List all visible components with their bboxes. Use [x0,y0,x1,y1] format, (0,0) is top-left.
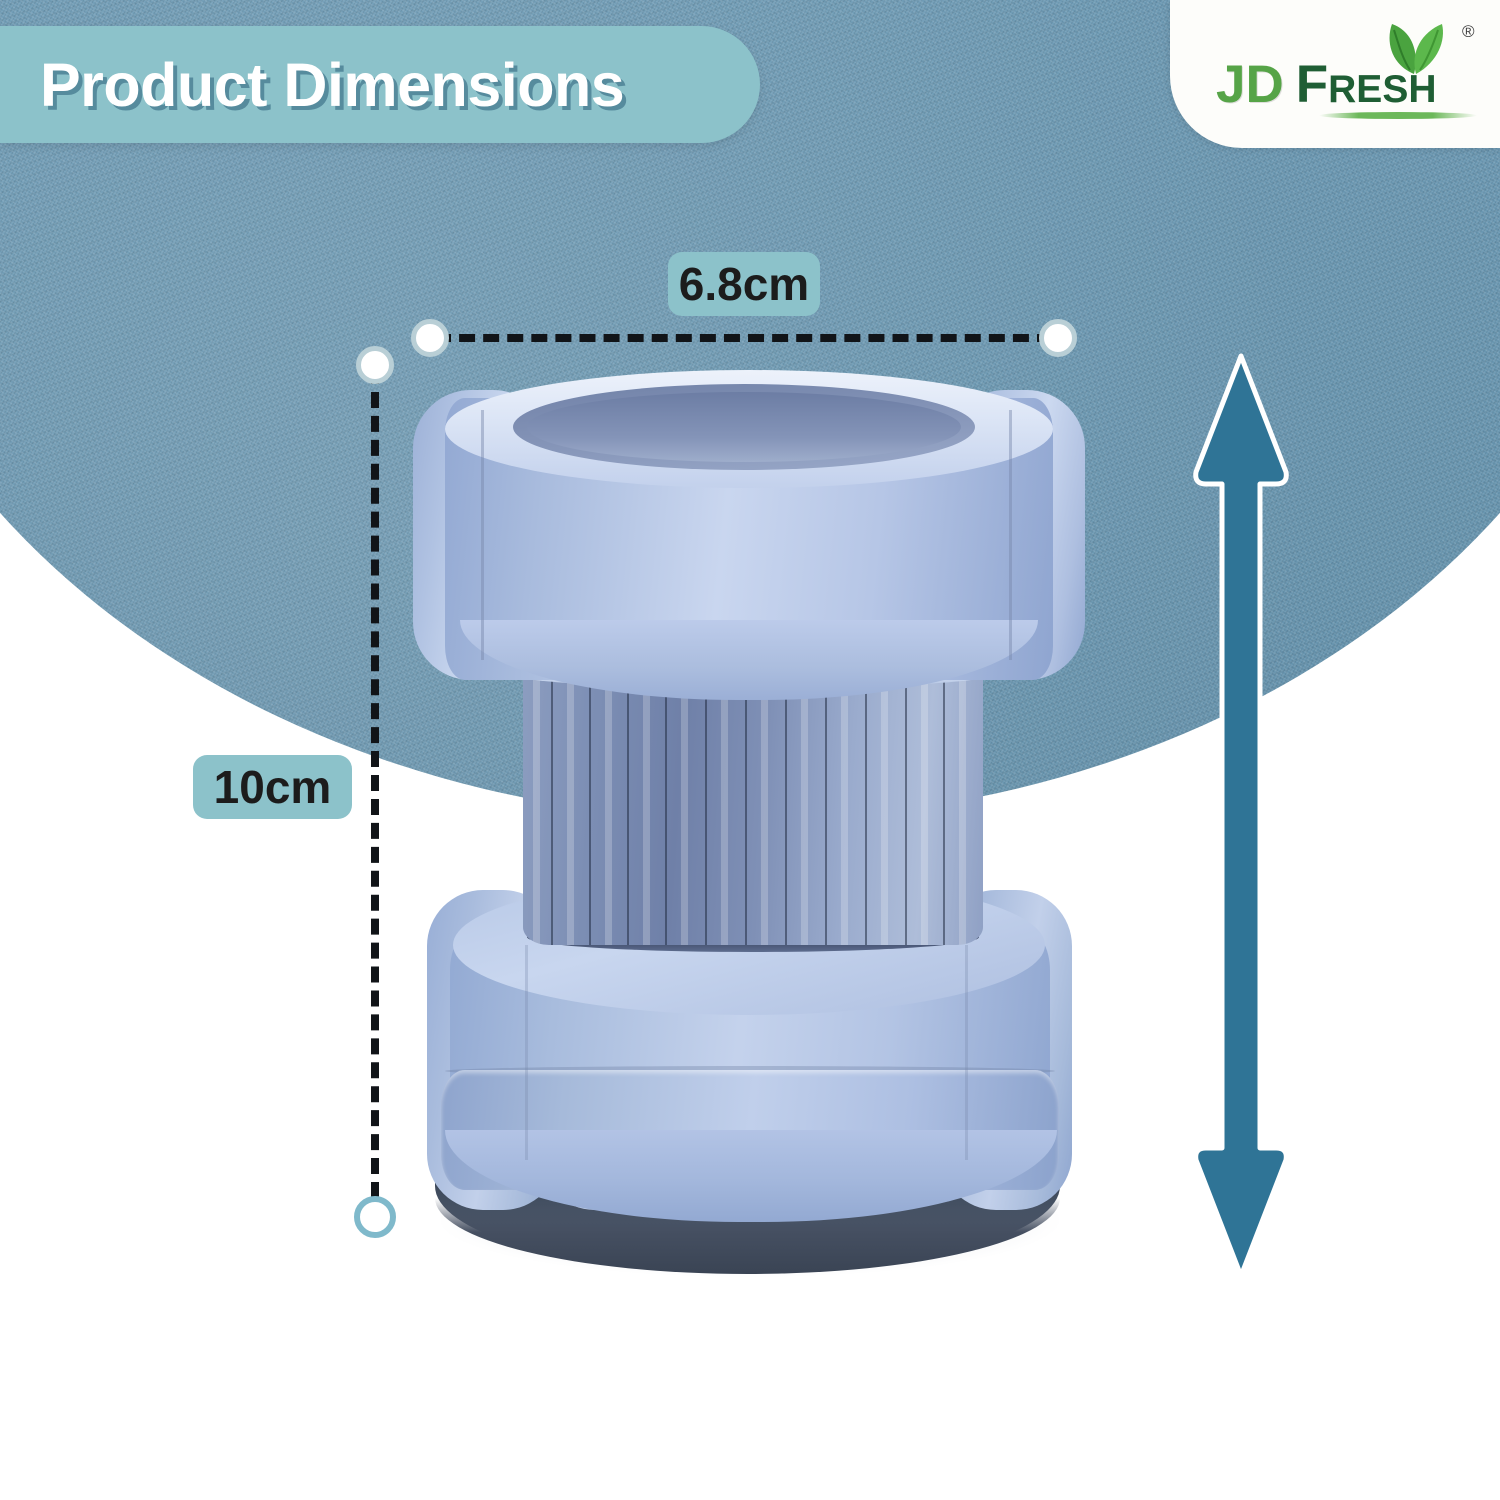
height-dimension-label: 10cm [213,761,332,813]
brand-name-f: F [1295,55,1329,114]
height-marker-top [356,346,394,384]
top-collar-seam-left [481,410,484,660]
product-photo [405,370,1095,1290]
ribbed-blade-section [523,670,983,945]
brand-name-resh: RESH [1328,68,1437,111]
top-collar-seam-right [1009,410,1012,660]
page-title: Product Dimensions [40,50,625,119]
brand-logo: ® JD F RESH [1216,20,1486,130]
base-vertical-seam-right [965,945,968,1160]
width-marker-right [1039,319,1077,357]
registered-trademark-icon: ® [1462,22,1475,41]
height-dimension-badge: 10cm [193,755,352,819]
title-banner: Product Dimensions [0,26,760,143]
brand-wordmark: JD F RESH [1216,54,1437,115]
height-marker-bottom [354,1196,396,1238]
width-dimension-badge: 6.8cm [668,252,820,316]
height-dashed-line [371,368,379,1198]
base-vertical-seam [525,945,528,1160]
height-double-arrow [1192,352,1290,1280]
brand-underline-swoosh [1319,112,1477,119]
brand-logo-panel: ® JD F RESH [1170,0,1500,148]
brand-name-jd: JD [1216,55,1284,114]
leaf-icon [1376,20,1460,76]
width-dimension-label: 6.8cm [678,258,810,310]
width-dashed-line [435,334,1053,342]
top-collar-cavity-inner [527,392,961,462]
width-marker-left [411,319,449,357]
